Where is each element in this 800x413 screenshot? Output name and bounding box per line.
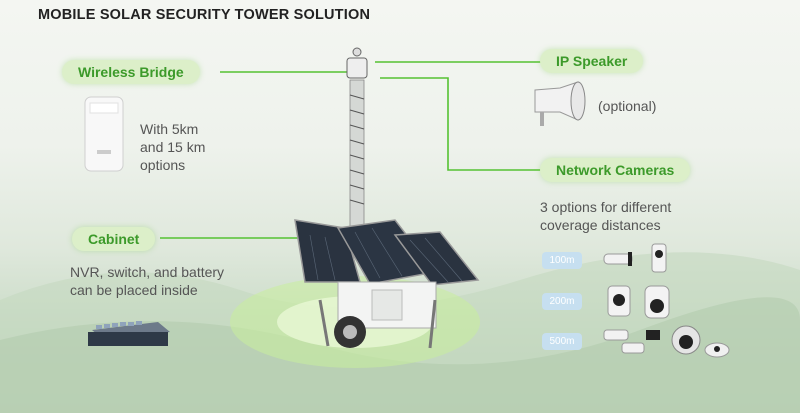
solar-tower-icon xyxy=(294,47,480,349)
ip-speaker-label: IP Speaker xyxy=(540,49,644,73)
network-switch-icon xyxy=(88,321,170,346)
wireless-bridge-desc-line: With 5km xyxy=(140,121,199,137)
distance-badge-200m: 200m xyxy=(542,293,582,310)
wireless-bridge-label: Wireless Bridge xyxy=(62,60,200,84)
network-cameras-desc-line: coverage distances xyxy=(540,217,661,233)
connector-lines xyxy=(160,61,556,239)
camera-icon xyxy=(603,325,730,358)
cabinet-label: Cabinet xyxy=(72,227,156,251)
ip-speaker-icon xyxy=(534,81,586,126)
wireless-bridge-desc-line: options xyxy=(140,157,186,173)
network-cameras-label: Network Cameras xyxy=(540,158,691,182)
wireless-bridge-icon xyxy=(84,96,124,172)
distance-badge-500m: 500m xyxy=(542,333,582,350)
wireless-bridge-desc-line: and 15 km xyxy=(140,139,206,155)
cabinet-desc-line: can be placed inside xyxy=(70,282,198,298)
ip-speaker-desc: (optional) xyxy=(598,98,657,114)
page-title: MOBILE SOLAR SECURITY TOWER SOLUTION xyxy=(38,7,371,23)
cabinet-desc: NVR, switch, and battery can be placed i… xyxy=(70,263,224,299)
network-cameras-desc-line: 3 options for different xyxy=(540,199,672,215)
camera-icon xyxy=(603,243,667,273)
camera-icon xyxy=(607,285,670,319)
cabinet-desc-line: NVR, switch, and battery xyxy=(70,264,225,280)
distance-badge-100m: 100m xyxy=(542,252,582,269)
network-cameras-desc: 3 options for different coverage distanc… xyxy=(540,198,671,234)
wireless-bridge-desc: With 5km and 15 km options xyxy=(140,120,205,174)
